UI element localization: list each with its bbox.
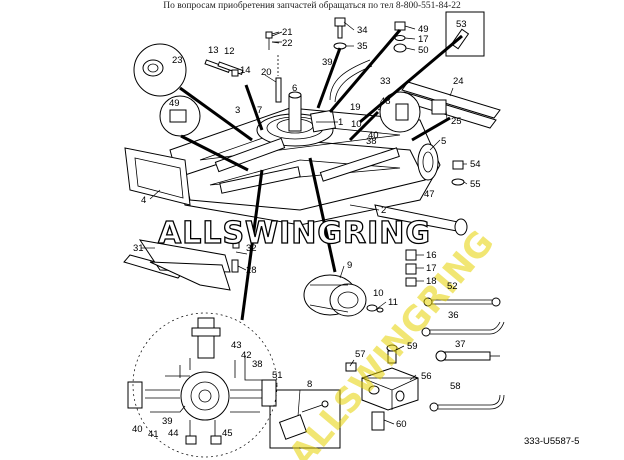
hose-58 [429, 394, 505, 412]
callout-8: 8 [307, 379, 312, 390]
callout-51: 51 [272, 370, 283, 381]
callout-36: 36 [448, 310, 459, 321]
callout-4: 4 [141, 195, 146, 206]
callout-60: 60 [396, 419, 407, 430]
callout-34: 34 [357, 25, 368, 36]
callout-52: 52 [447, 281, 458, 292]
callout-43: 43 [231, 340, 242, 351]
callout-31: 31 [133, 243, 144, 254]
pins-12-13-14 [204, 59, 244, 77]
callout-44: 44 [168, 428, 179, 439]
callout-39a: 39 [322, 57, 333, 68]
callout-42: 42 [241, 350, 252, 361]
callout-14: 14 [240, 65, 251, 76]
washer-10-11 [366, 304, 384, 313]
callout-32: 32 [246, 243, 257, 254]
callout-38a: 38 [366, 136, 377, 147]
tube-47 [374, 204, 468, 236]
detail-circle-49 [159, 95, 201, 137]
callout-25: 25 [451, 116, 462, 127]
callout-5: 5 [441, 136, 446, 147]
watermark-diagonal: ALLSWINGRING [281, 223, 502, 460]
callout-39b: 39 [162, 416, 173, 427]
callout-23: 23 [172, 55, 183, 66]
callout-45: 45 [222, 428, 233, 439]
bolt-21-22 [265, 31, 283, 50]
callout-3: 3 [235, 105, 240, 116]
callout-labels: 1 2 3 4 5 6 7 8 9 10 10 11 12 13 14 16 1… [132, 19, 481, 440]
detail-circle-23 [133, 43, 187, 97]
callout-7: 7 [257, 105, 262, 116]
callout-22: 22 [282, 38, 293, 49]
callout-58: 58 [450, 381, 461, 392]
callout-33: 33 [380, 76, 391, 87]
cover-plate-32 [138, 239, 240, 291]
callout-9: 9 [347, 260, 352, 271]
callout-11: 11 [388, 297, 398, 308]
callout-49a: 49 [169, 98, 180, 109]
callout-48: 48 [380, 96, 391, 107]
travel-motor-9 [303, 274, 367, 317]
main-frame-assembly [124, 59, 441, 226]
callout-57: 57 [355, 349, 366, 360]
bolt-54-55 [451, 160, 465, 186]
watermark-main: ALLSWINGRING [158, 216, 431, 251]
callout-41: 41 [148, 429, 159, 440]
callout-40a: 40 [368, 130, 379, 141]
callout-54: 54 [470, 159, 481, 170]
rotary-joint-assembly [127, 317, 277, 445]
fittings-16-17-18 [405, 249, 417, 287]
drawing-code: 333-U5587-5 [524, 436, 579, 447]
callout-37: 37 [455, 339, 466, 350]
grease-tube-53 [445, 11, 485, 57]
callout-49b: 49 [418, 24, 429, 35]
callout-10a: 10 [373, 288, 384, 299]
pin-20 [275, 55, 282, 103]
detail-circle-48 [379, 91, 421, 133]
callout-20: 20 [261, 67, 272, 78]
hose-37 [435, 350, 500, 362]
detail-circle-rotary [132, 312, 278, 458]
thick-leader-lines [179, 29, 463, 321]
detail-box-8 [269, 389, 341, 449]
callout-24: 24 [453, 76, 464, 87]
callout-50: 50 [418, 45, 429, 56]
header-contact-text: По вопросам приобретения запчастей обращ… [163, 1, 461, 11]
hose-36 [421, 321, 505, 337]
callout-18: 18 [426, 276, 437, 287]
callout-1: 1 [338, 117, 343, 128]
callout-56: 56 [421, 371, 432, 382]
callout-6: 6 [292, 83, 297, 94]
leader-lines [141, 21, 468, 425]
hose-52 [423, 297, 501, 307]
callout-38b: 38 [252, 359, 263, 370]
callout-21: 21 [282, 27, 293, 38]
callout-28: 28 [246, 265, 257, 276]
callout-17a: 17 [426, 263, 437, 274]
callout-55: 55 [470, 179, 481, 190]
callout-12: 12 [224, 46, 235, 57]
callout-16: 16 [426, 250, 437, 261]
callout-53: 53 [456, 19, 467, 30]
callout-2: 2 [381, 205, 386, 216]
callout-59: 59 [407, 341, 418, 352]
valve-block-56 [345, 344, 419, 431]
bolt-34-35 [333, 17, 347, 50]
callout-35: 35 [357, 41, 368, 52]
callout-19: 19 [350, 102, 361, 113]
callout-17b: 17 [418, 34, 429, 45]
callout-40b: 40 [132, 424, 143, 435]
callout-47: 47 [424, 189, 435, 200]
callout-13: 13 [208, 45, 219, 56]
callout-10b: 10 [351, 119, 362, 130]
